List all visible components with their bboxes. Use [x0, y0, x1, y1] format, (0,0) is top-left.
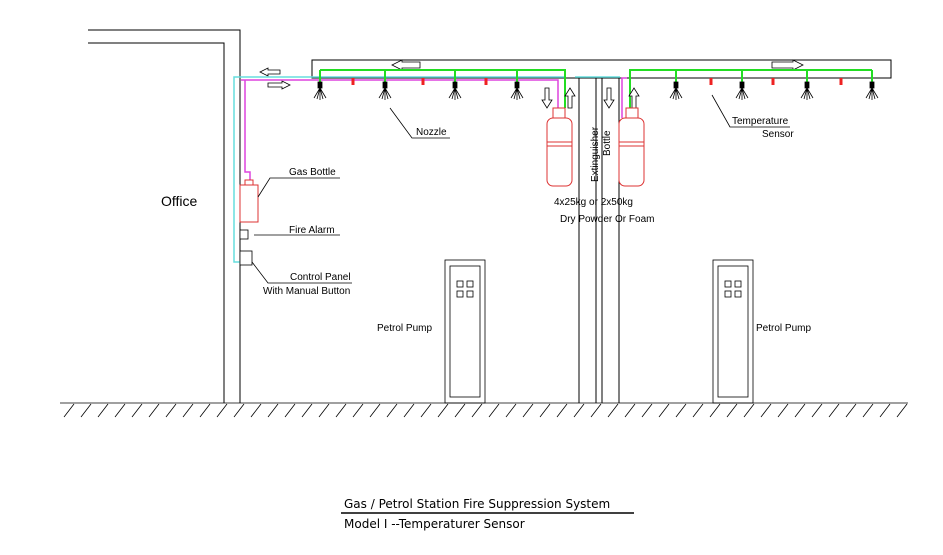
hatch-line — [199, 403, 211, 418]
hatch-line — [709, 403, 721, 418]
nozzle-icon — [669, 81, 683, 100]
hatch-line — [148, 403, 160, 418]
hatch-line — [80, 403, 92, 418]
control-panel-label-1: Control Panel — [290, 272, 351, 283]
temperature-sensor-label-1: Temperature — [732, 116, 789, 127]
hatch-line — [386, 403, 398, 418]
bottle-spec-label-1: 4x25kg or 2x50kg — [554, 197, 633, 208]
extinguisher-bottle-label-1: Extinguisher — [590, 126, 601, 182]
hatch-line — [369, 403, 381, 418]
hatch-line — [505, 403, 517, 418]
fire-alarm — [239, 229, 249, 240]
nozzle-icon — [448, 81, 462, 100]
hatch-line — [777, 403, 789, 418]
hatch-line — [233, 403, 245, 418]
nozzle-icon — [800, 81, 814, 100]
hatch-line — [760, 403, 772, 418]
temperature-sensors — [351, 78, 843, 85]
office-label: Office — [161, 193, 198, 209]
hatch-line — [335, 403, 347, 418]
leader-lines — [251, 94, 790, 284]
flow-arrows-canopy — [391, 59, 804, 71]
hatch-line — [607, 403, 619, 418]
flow-arrows-office — [259, 67, 291, 90]
temperature-sensor-label-2: Sensor — [762, 129, 794, 140]
hatch-line — [556, 403, 568, 418]
hatch-line — [403, 403, 415, 418]
hatch-line — [794, 403, 806, 418]
hatch-line — [318, 403, 330, 418]
hatch-line — [437, 403, 449, 418]
hatch-line — [97, 403, 109, 418]
gas-bottle-label: Gas Bottle — [289, 167, 336, 178]
hatch-line — [420, 403, 432, 418]
magenta-pipes — [241, 77, 627, 185]
office-building — [88, 29, 241, 403]
hatch-line — [301, 403, 313, 418]
hatch-line — [454, 403, 466, 418]
hatch-line — [284, 403, 296, 418]
petrol-pump-left — [444, 259, 486, 404]
nozzle-icon — [510, 81, 524, 100]
caption-subtitle: Model I --Temperaturer Sensor — [344, 517, 525, 531]
nozzle-label: Nozzle — [416, 127, 447, 138]
nozzle-icon — [313, 81, 327, 100]
ground-hatching — [63, 403, 908, 418]
fire-alarm-label: Fire Alarm — [289, 225, 335, 236]
hatch-line — [250, 403, 262, 418]
petrol-pump-right — [712, 259, 754, 404]
hatch-line — [811, 403, 823, 418]
hatch-line — [726, 403, 738, 418]
hatch-line — [743, 403, 755, 418]
support-columns — [578, 78, 620, 403]
hatch-line — [845, 403, 857, 418]
hatch-line — [828, 403, 840, 418]
gas-bottle — [239, 179, 259, 223]
ground — [60, 402, 908, 418]
hatch-line — [352, 403, 364, 418]
hatch-line — [471, 403, 483, 418]
hatch-line — [63, 403, 75, 418]
extinguisher-bottle-right — [618, 107, 645, 187]
hatch-line — [522, 403, 534, 418]
extinguisher-bottle-label-2: Bottle — [602, 130, 613, 156]
flow-arrows-bottles — [541, 87, 640, 109]
bottle-spec-label-2: Dry Powder Or Foam — [560, 214, 654, 225]
control-panel-label-2: With Manual Button — [263, 286, 350, 297]
nozzle-icon — [735, 81, 749, 100]
nozzle-icon — [378, 81, 392, 100]
hatch-line — [624, 403, 636, 418]
hatch-line — [896, 403, 908, 418]
hatch-line — [182, 403, 194, 418]
control-panel — [239, 250, 253, 266]
hatch-line — [216, 403, 228, 418]
hatch-line — [267, 403, 279, 418]
hatch-line — [658, 403, 670, 418]
extinguisher-bottle-left — [546, 107, 573, 187]
hatch-line — [114, 403, 126, 418]
hatch-line — [488, 403, 500, 418]
hatch-line — [573, 403, 585, 418]
nozzle-icon — [865, 81, 879, 100]
hatch-line — [165, 403, 177, 418]
hatch-line — [692, 403, 704, 418]
petrol-pump-label-left: Petrol Pump — [377, 323, 432, 334]
hatch-line — [539, 403, 551, 418]
hatch-line — [879, 403, 891, 418]
nozzles — [313, 81, 879, 100]
hatch-line — [641, 403, 653, 418]
hatch-line — [590, 403, 602, 418]
hatch-line — [675, 403, 687, 418]
petrol-pump-label-right: Petrol Pump — [756, 323, 811, 334]
caption-title: Gas / Petrol Station Fire Suppression Sy… — [344, 497, 610, 511]
hatch-line — [862, 403, 874, 418]
hatch-line — [131, 403, 143, 418]
